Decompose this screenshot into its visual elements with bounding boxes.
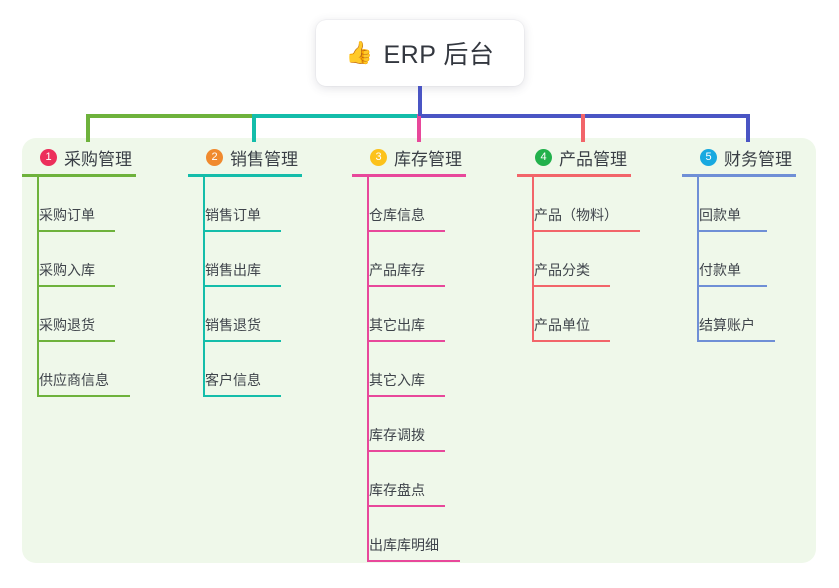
column-spine-3 (367, 176, 369, 562)
leaf-item-underline (37, 395, 130, 397)
column-title-5: 财务管理 (724, 149, 792, 169)
column-badge-2: 2 (206, 148, 223, 166)
leaf-item-underline (37, 340, 115, 342)
column-rule-4 (517, 174, 631, 177)
leaf-item-underline (203, 395, 281, 397)
column-rule-1 (22, 174, 136, 177)
leaf-item-label[interactable]: 产品单位 (534, 317, 590, 333)
connector-bus-segment-2 (254, 114, 418, 118)
leaf-item-label[interactable]: 库存盘点 (369, 482, 425, 498)
leaf-item-label[interactable]: 仓库信息 (369, 207, 425, 223)
connector-drop-2 (252, 114, 256, 142)
connector-drop-4 (581, 114, 585, 142)
column-title-2: 销售管理 (230, 149, 298, 169)
leaf-item-label[interactable]: 销售出库 (205, 262, 261, 278)
thumbs-up-icon: 👍 (345, 40, 374, 65)
leaf-item-label[interactable]: 产品（物料） (534, 207, 618, 223)
root-stem-connector (418, 86, 422, 116)
root-node-inner: 👍 ERP 后台 (346, 35, 495, 71)
connector-drop-1 (86, 114, 90, 142)
column-4: 4 产品管理产品（物料） 产品分类产品单位 (517, 142, 677, 342)
leaf-item-label[interactable]: 采购订单 (39, 207, 95, 223)
leaf-item-label[interactable]: 供应商信息 (39, 372, 109, 388)
leaf-item-underline (697, 285, 767, 287)
leaf-item-underline (203, 340, 281, 342)
leaf-item-underline (203, 230, 281, 232)
column-rule-2 (188, 174, 302, 177)
connector-drop-3 (417, 114, 421, 142)
column-header-3[interactable]: 3 库存管理 (352, 142, 512, 172)
leaf-item-label[interactable]: 产品分类 (534, 262, 590, 278)
column-header-5[interactable]: 5 财务管理 (682, 142, 839, 172)
column-3: 3 库存管理仓库信息产品库存其它出库其它入库库存调拨库存盘点出库库明细 (352, 142, 512, 562)
leaf-item-underline (532, 340, 610, 342)
leaf-item-underline (697, 340, 775, 342)
column-header-4[interactable]: 4 产品管理 (517, 142, 677, 172)
leaf-item-label[interactable]: 采购退货 (39, 317, 95, 333)
leaf-item-underline (697, 230, 767, 232)
leaf-item-underline (532, 230, 640, 232)
column-2: 2 销售管理销售订单销售出库销售退货客户信息 (188, 142, 348, 397)
leaf-item-label[interactable]: 采购入库 (39, 262, 95, 278)
column-spine-4 (532, 176, 534, 342)
leaf-item-label[interactable]: 库存调拨 (369, 427, 425, 443)
connector-bus-segment-1 (86, 114, 254, 118)
leaf-item-underline (367, 340, 445, 342)
column-badge-3: 3 (370, 148, 387, 166)
leaf-item-label[interactable]: 销售退货 (205, 317, 261, 333)
column-badge-4: 4 (535, 148, 552, 166)
leaf-item-label[interactable]: 销售订单 (205, 207, 261, 223)
column-header-1[interactable]: 1 采购管理 (22, 142, 182, 172)
leaf-item-label[interactable]: 付款单 (699, 262, 741, 278)
leaf-item-underline (367, 450, 445, 452)
column-badge-1: 1 (40, 148, 57, 166)
root-node-title: ERP 后台 (383, 41, 495, 69)
leaf-item-label[interactable]: 其它出库 (369, 317, 425, 333)
leaf-item-underline (203, 285, 281, 287)
column-spine-5 (697, 176, 699, 342)
leaf-item-underline (532, 285, 610, 287)
leaf-item-label[interactable]: 其它入库 (369, 372, 425, 388)
leaf-item-label[interactable]: 结算账户 (699, 317, 755, 333)
leaf-item-underline (367, 285, 445, 287)
leaf-item-underline (37, 230, 115, 232)
leaf-item-label[interactable]: 回款单 (699, 207, 741, 223)
column-badge-5: 5 (700, 148, 717, 166)
column-title-4: 产品管理 (559, 149, 627, 169)
column-1: 1 采购管理采购订单采购入库采购退货供应商信息 (22, 142, 182, 397)
leaf-item-underline (367, 560, 460, 562)
column-title-3: 库存管理 (394, 149, 462, 169)
column-5: 5 财务管理回款单付款单结算账户 (682, 142, 839, 342)
column-header-2[interactable]: 2 销售管理 (188, 142, 348, 172)
leaf-item-underline (367, 505, 445, 507)
root-node-erp-backend[interactable]: 👍 ERP 后台 (316, 20, 524, 86)
leaf-item-label[interactable]: 出库库明细 (369, 537, 439, 553)
leaf-item-label[interactable]: 客户信息 (205, 372, 261, 388)
leaf-item-underline (367, 230, 445, 232)
leaf-item-underline (37, 285, 115, 287)
leaf-item-label[interactable]: 产品库存 (369, 262, 425, 278)
column-title-1: 采购管理 (64, 149, 132, 169)
connector-drop-5 (746, 114, 750, 142)
diagram-panel (22, 138, 816, 563)
column-rule-3 (352, 174, 466, 177)
leaf-item-underline (367, 395, 445, 397)
column-rule-5 (682, 174, 796, 177)
